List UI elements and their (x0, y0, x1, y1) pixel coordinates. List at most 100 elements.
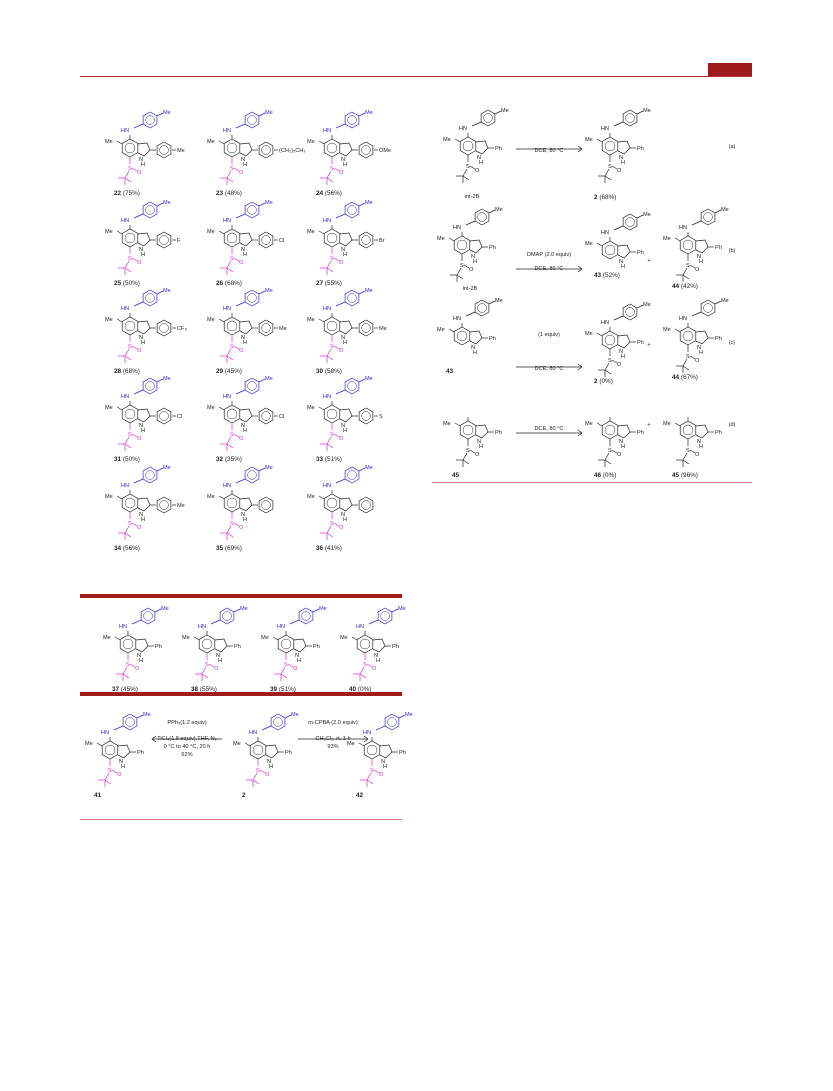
s-o-bond (689, 264, 696, 269)
benzo-ring (453, 235, 471, 255)
s-o-bond (208, 663, 215, 668)
nh-hydrogen: H (243, 162, 247, 168)
bond (318, 140, 325, 145)
compound-number: 33 (316, 456, 324, 463)
pyrrole-ring (339, 232, 353, 247)
aryl-ring (258, 141, 274, 159)
compound-caption: 2 (68%) (594, 194, 616, 201)
tbu-methyl (326, 177, 334, 183)
tolyl-methyl: Me (365, 376, 373, 382)
compound-yield: (68%) (121, 368, 140, 375)
compound-number: 39 (270, 686, 278, 693)
aryl-ring (358, 231, 374, 249)
compound-caption: 31 (50%) (114, 456, 140, 463)
tolyl-ring (344, 201, 360, 219)
phenyl-label: Ph (637, 430, 644, 436)
sulfur: S (608, 448, 612, 454)
benzo-ring (223, 493, 241, 513)
pyrrole-ring (137, 232, 151, 247)
oxygen: O (339, 260, 344, 266)
benzo-ring-aromatic (226, 142, 238, 154)
benzo-ring (679, 420, 697, 440)
phenyl-label: Ph (489, 245, 496, 251)
amine-label: HN (198, 624, 206, 630)
arrow-a (516, 140, 588, 158)
pyrrole-ring (475, 140, 489, 155)
methyl-bond (636, 304, 644, 309)
tbu-bond (226, 348, 232, 357)
compound-yield: (68%) (223, 280, 242, 287)
tbu-bond (366, 772, 372, 781)
compound-number: 2 (594, 194, 598, 201)
methyl-bond (358, 112, 366, 117)
tbu-methyl (226, 532, 234, 538)
compound-yield: (45%) (119, 686, 138, 693)
tolyl-ring-aromatic (347, 293, 357, 303)
compound-yield: (0%) (597, 378, 613, 385)
nh-nitrogen: N (241, 157, 245, 163)
tolyl-ring (270, 713, 286, 731)
oxygen: O (469, 267, 474, 273)
tbu-methyl (124, 267, 132, 273)
amine-label: HN (119, 624, 127, 630)
tbu-bond (124, 525, 130, 534)
tolyl-methyl: Me (405, 712, 413, 718)
tolyl-ring-aromatic (387, 717, 397, 727)
sulfur: S (284, 662, 288, 668)
reagent-solvent: CH₂Cl₂, rt, 1 h (315, 736, 351, 742)
nh-hydrogen: H (243, 340, 247, 346)
nh-hydrogen: H (243, 428, 247, 434)
tolyl-ring-aromatic (483, 113, 493, 123)
nh-nitrogen: N (241, 247, 245, 253)
nh-hydrogen: H (473, 350, 477, 356)
n-aryl-bond (368, 619, 379, 625)
c5-methyl: Me (207, 139, 215, 145)
methyl-bond (258, 378, 266, 383)
nh-nitrogen: N (697, 439, 701, 445)
s-o-bond (131, 257, 138, 262)
tbu-methyl (124, 532, 132, 538)
tolyl-methyl: Me (365, 200, 373, 206)
methyl-bond (391, 608, 399, 613)
pyrrole-ring (695, 239, 709, 254)
tolyl-ring (344, 377, 360, 395)
tbu-bond (462, 168, 468, 177)
tolyl-ring-aromatic (477, 303, 487, 313)
amine-label: HN (277, 624, 285, 630)
methyl-bond (258, 467, 266, 472)
header-tab (708, 63, 752, 76)
compound-yield: (58%) (323, 368, 342, 375)
amine-label: HN (363, 730, 371, 736)
c5-methyl: Me (307, 494, 315, 500)
phenyl-label: Ph (489, 336, 496, 342)
aryl-ring (358, 496, 374, 514)
tbu-bond (682, 452, 688, 461)
c5-methyl: Me (663, 236, 671, 242)
nh-nitrogen: N (119, 759, 123, 765)
tbu-methyl (280, 673, 288, 679)
arrow-c (516, 358, 588, 376)
sulfur: S (460, 263, 464, 269)
tbu-bond (226, 436, 232, 445)
tolyl-methyl: Me (163, 376, 171, 382)
benzo-ring-aromatic (124, 320, 136, 332)
oxygen: O (214, 666, 219, 672)
nh-nitrogen: N (341, 423, 345, 429)
arrow-to-42 (298, 730, 374, 748)
nh-nitrogen: N (241, 423, 245, 429)
sulfur: S (230, 166, 234, 172)
sulfur: S (686, 263, 690, 269)
s-o-bond (333, 522, 340, 527)
tolyl-methyl: Me (240, 606, 248, 612)
phenyl-label: Ph (137, 750, 144, 756)
amine-label: HN (459, 126, 467, 132)
sulfur: S (230, 256, 234, 262)
tolyl-ring-aromatic (477, 212, 487, 222)
